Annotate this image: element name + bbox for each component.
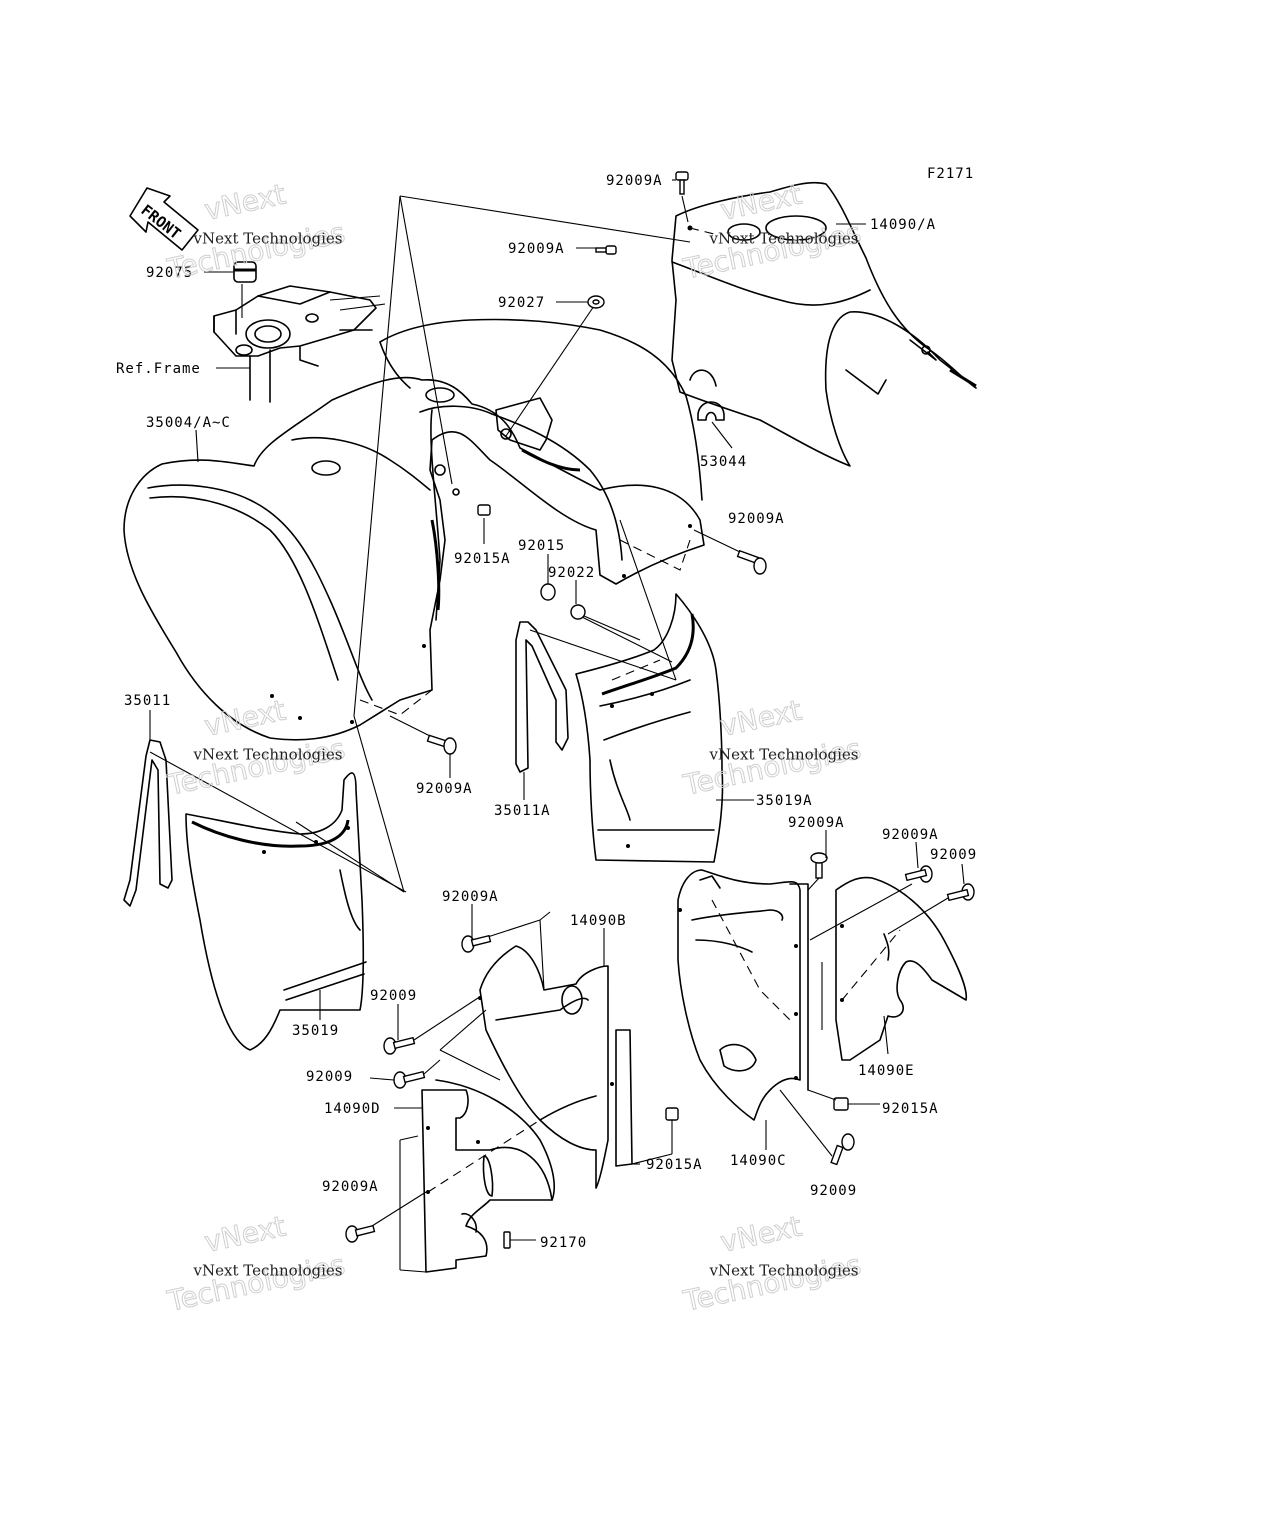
- part-labels: 92009A 14090/A 92075 92009A 92027 Ref.Fr…: [116, 173, 977, 1251]
- bolt-92009a-fender-icon: [389, 715, 457, 755]
- label-92009: 92009: [370, 988, 417, 1004]
- label-14090c: 14090C: [730, 1153, 787, 1169]
- label-92015: 92015: [518, 538, 565, 554]
- svg-text:vNext: vNext: [202, 1210, 289, 1259]
- label-14090-a: 14090/A: [870, 217, 936, 233]
- watermark-bottom-right: vNext Technologies vNext Technologies: [680, 1209, 865, 1318]
- label-14090d: 14090D: [324, 1101, 381, 1117]
- svg-text:vNext Technologies: vNext Technologies: [709, 1261, 859, 1279]
- label-92009a: 92009A: [442, 889, 499, 905]
- side-cover-14090c: [677, 869, 809, 1150]
- label-92022: 92022: [548, 565, 595, 581]
- bolt-92009a-right-upper-icon: [807, 852, 828, 891]
- clip-53044-icon: [697, 401, 733, 449]
- svg-text:vNext: vNext: [718, 1210, 805, 1259]
- svg-text:vNext: vNext: [718, 178, 805, 227]
- clip-92015a-right-icon: [807, 1089, 880, 1111]
- svg-text:Technologies: Technologies: [164, 732, 348, 802]
- stay-35011: [123, 710, 173, 907]
- front-arrow-icon: FRONT: [129, 187, 199, 251]
- bolt-92009-right-lower-icon: [779, 1089, 855, 1166]
- front-fender-35004: [123, 318, 705, 741]
- watermark-mid-left: vNext Technologies vNext Technologies: [164, 693, 349, 802]
- clip-92015a-left-icon: [631, 1107, 679, 1165]
- inner-fender-35019a: [575, 593, 754, 863]
- side-cover-14090b: [465, 911, 640, 1189]
- label-92015a: 92015A: [646, 1157, 703, 1173]
- assembly-lines: [149, 195, 691, 893]
- bolt-92009a-far-right-icon: [904, 865, 933, 883]
- label-92009a: 92009A: [882, 827, 939, 843]
- label-92009a: 92009A: [788, 815, 845, 831]
- bolt-92009a-left-lower-icon: [345, 1191, 427, 1243]
- upper-cover-14090: [671, 181, 977, 467]
- label-35019: 35019: [292, 1023, 339, 1039]
- watermark-bottom-left: vNext Technologies vNext Technologies: [164, 1209, 349, 1318]
- svg-text:vNext: vNext: [202, 178, 289, 227]
- washer-92027-icon: [587, 295, 605, 309]
- svg-text:Technologies: Technologies: [164, 1248, 348, 1318]
- figure-code: F2171: [927, 166, 974, 182]
- svg-text:vNext Technologies: vNext Technologies: [709, 229, 859, 247]
- label-35011: 35011: [124, 693, 171, 709]
- nut-92022-icon: [570, 604, 641, 641]
- front-arrow-label: FRONT: [138, 201, 185, 243]
- nut-92015-icon: [540, 583, 556, 601]
- bolt-92009a-mid-icon: [595, 245, 617, 255]
- bolt-92009a-right-icon: [693, 529, 767, 575]
- label-92009a: 92009A: [508, 241, 565, 257]
- svg-text:Technologies: Technologies: [680, 1248, 864, 1318]
- bolt-92009-far-right-icon: [887, 883, 975, 935]
- svg-text:vNext Technologies: vNext Technologies: [193, 1261, 343, 1279]
- stay-35011a: [515, 621, 677, 773]
- label-92009: 92009: [306, 1069, 353, 1085]
- label-92170: 92170: [540, 1235, 587, 1251]
- label-92009: 92009: [810, 1183, 857, 1199]
- svg-text:Technologies: Technologies: [680, 732, 864, 802]
- svg-text:vNext Technologies: vNext Technologies: [709, 745, 859, 763]
- label-92075: 92075: [146, 265, 193, 281]
- label-92027: 92027: [498, 295, 545, 311]
- leader-lines: [195, 179, 965, 1040]
- svg-text:vNext: vNext: [718, 694, 805, 743]
- label-35019a: 35019A: [756, 793, 813, 809]
- label-35011a: 35011A: [494, 803, 551, 819]
- bolt-92009-left-a-icon: [383, 997, 479, 1055]
- label-14090b: 14090B: [570, 913, 627, 929]
- watermark-mid-right: vNext Technologies vNext Technologies: [680, 693, 865, 802]
- svg-text:vNext Technologies: vNext Technologies: [193, 745, 343, 763]
- label-53044: 53044: [700, 454, 747, 470]
- label-35004: 35004/A~C: [146, 415, 231, 431]
- rear-mudguard-35019: [185, 772, 367, 1051]
- side-cover-14090e: [809, 876, 968, 1061]
- label-ref-frame: Ref.Frame: [116, 361, 201, 377]
- pin-92170-icon: [503, 1231, 536, 1249]
- label-92009a: 92009A: [322, 1179, 379, 1195]
- clip-92015a-top-icon: [477, 504, 491, 516]
- svg-text:vNext Technologies: vNext Technologies: [193, 229, 343, 247]
- bolt-92009a-left-upper-icon: [461, 934, 492, 953]
- label-92009a: 92009A: [728, 511, 785, 527]
- frame-bracket-drawing: [213, 285, 386, 403]
- label-92009: 92009: [930, 847, 977, 863]
- svg-text:vNext: vNext: [202, 694, 289, 743]
- side-cover-14090d: [394, 1009, 556, 1273]
- label-92009a: 92009A: [606, 173, 663, 189]
- bolt-92009-left-b-icon: [369, 1059, 441, 1089]
- label-14090e: 14090E: [858, 1063, 915, 1079]
- svg-text:Technologies: Technologies: [680, 216, 864, 286]
- label-92015a: 92015A: [454, 551, 511, 567]
- label-92015a: 92015A: [882, 1101, 939, 1117]
- label-92009a: 92009A: [416, 781, 473, 797]
- bolt-92009a-top-icon: [675, 171, 689, 223]
